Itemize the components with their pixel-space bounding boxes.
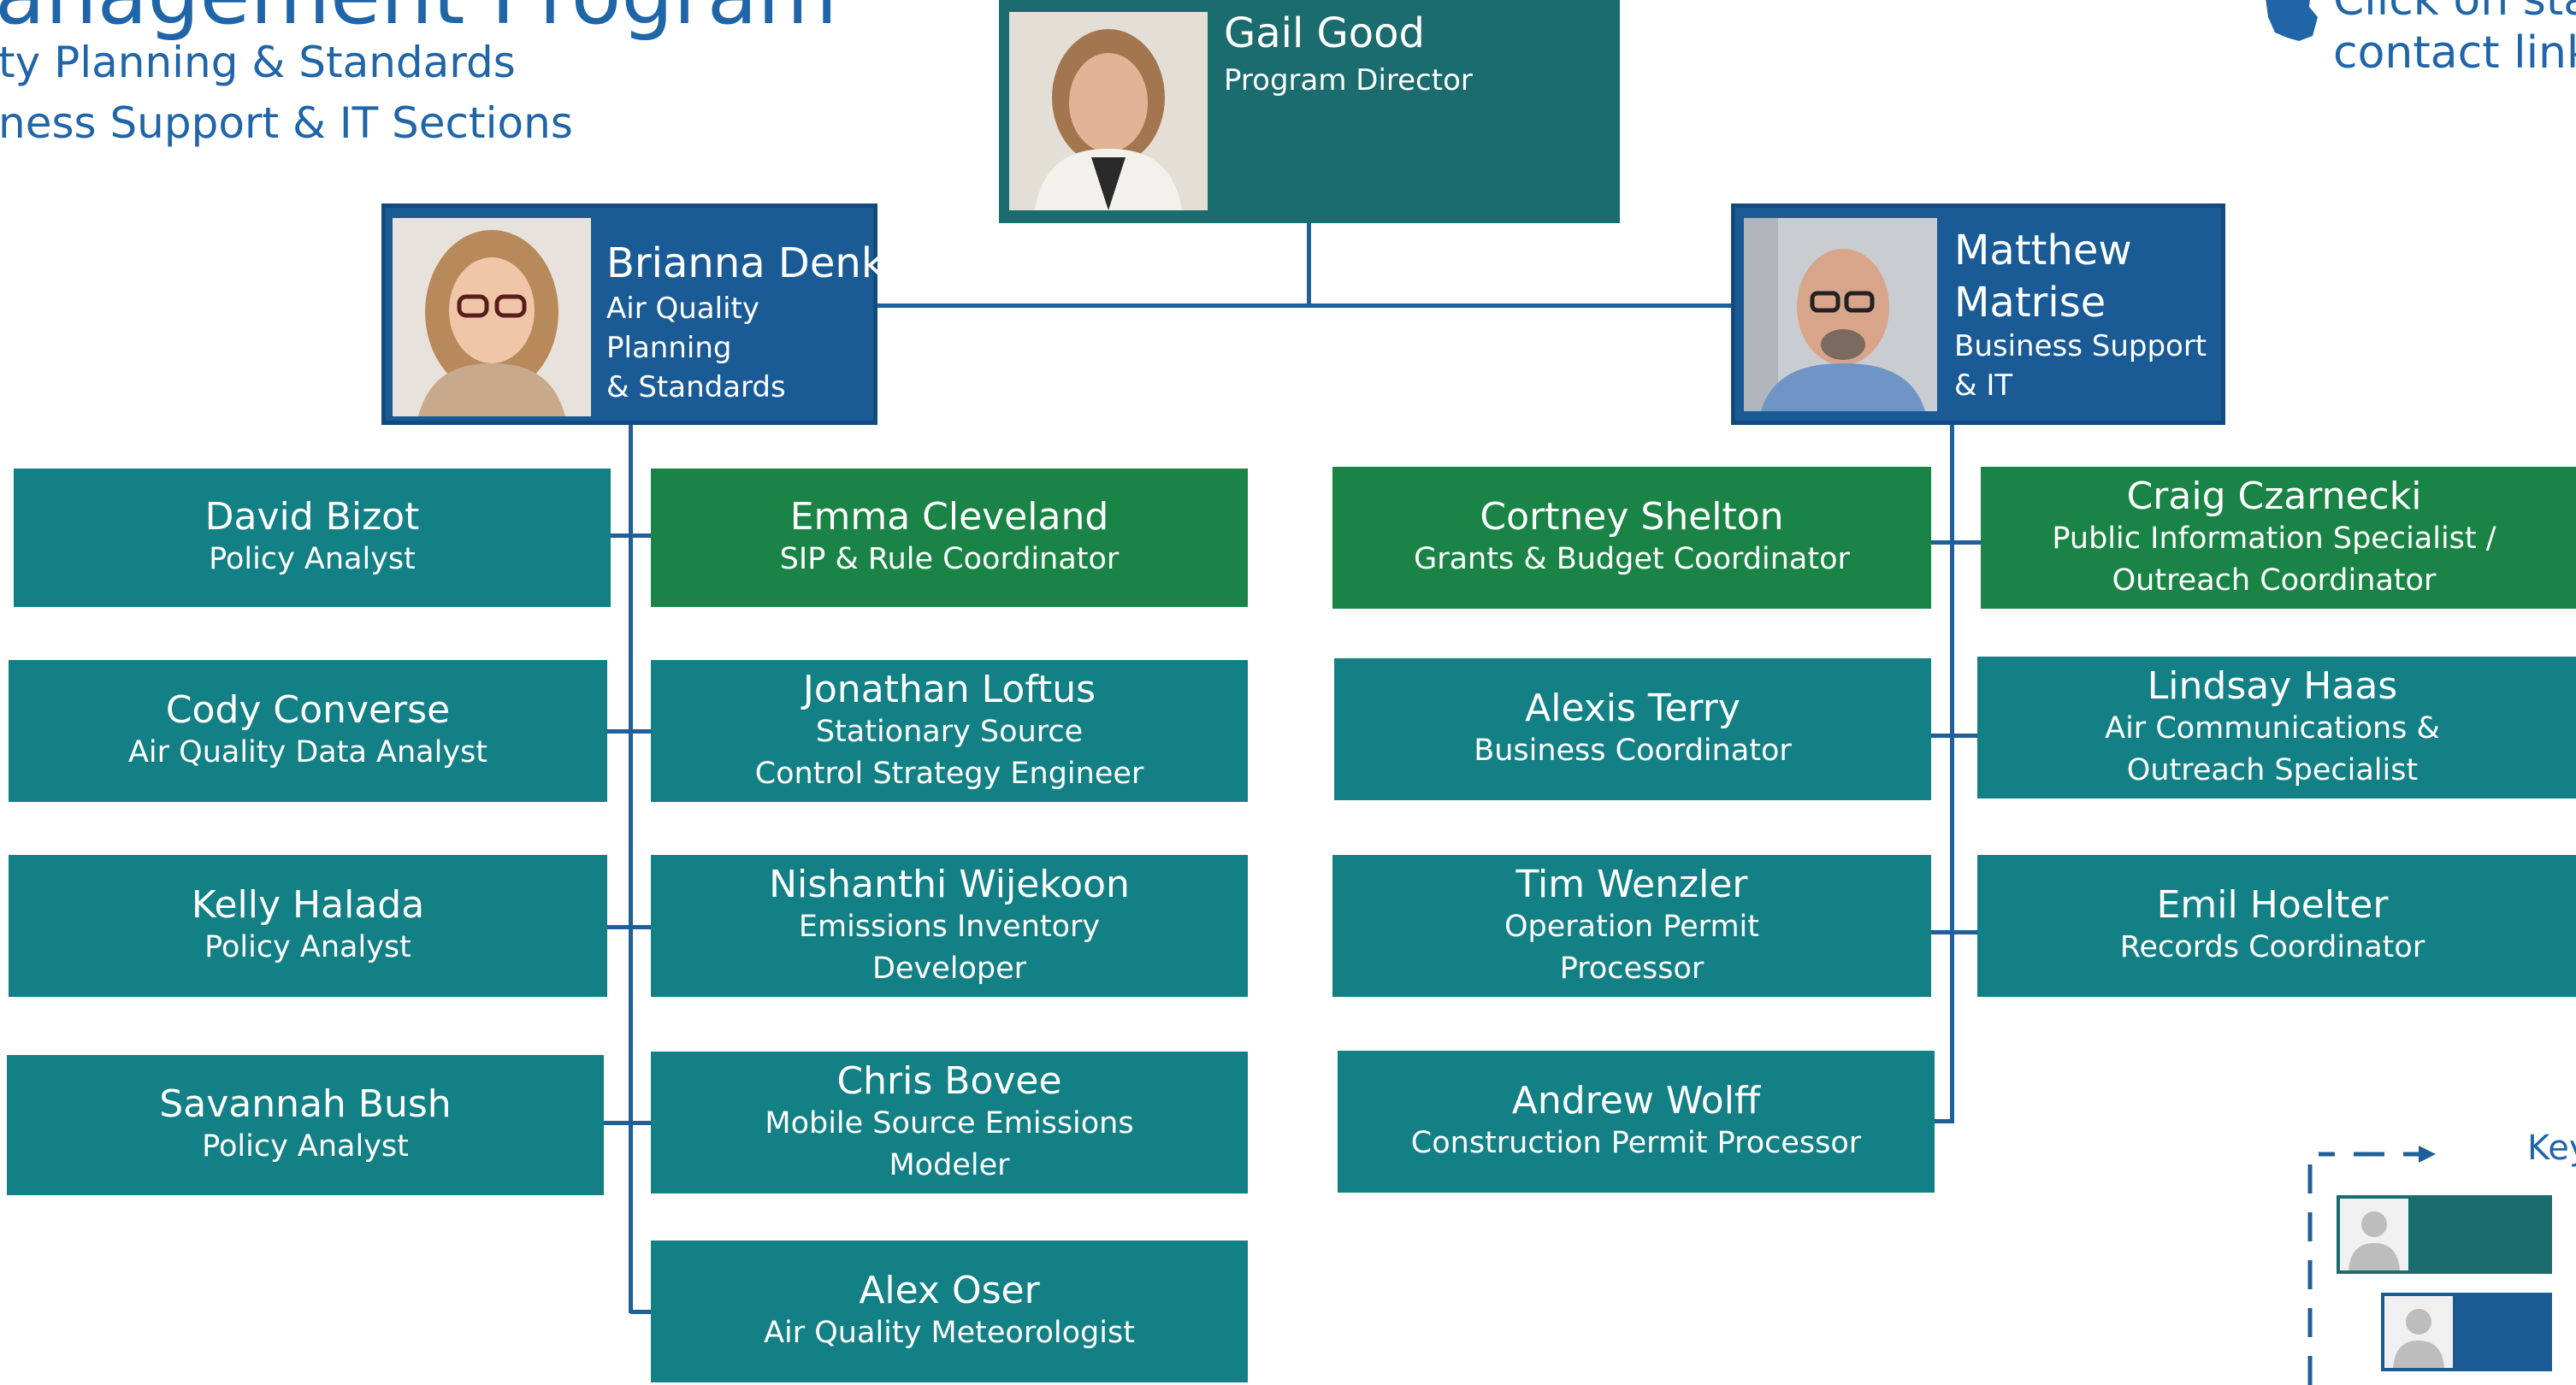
director-card[interactable]: Gail Good Program Director: [999, 0, 1620, 223]
lead-name: Brianna Denk: [606, 239, 885, 287]
staff-role: Business Coordinator: [1474, 734, 1792, 769]
staff-card-alex-oser[interactable]: Alex Oser Air Quality Meteorologist: [651, 1241, 1248, 1382]
staff-name: Cody Converse: [165, 688, 451, 733]
connector-stub: [1930, 540, 1982, 545]
staff-card-alexis-terry[interactable]: Alexis Terry Business Coordinator: [1334, 658, 1931, 800]
key-dashed-arrow: [2307, 1146, 2436, 1385]
staff-card-david-bizot[interactable]: David Bizot Policy Analyst: [14, 469, 611, 607]
staff-card-jonathan-loftus[interactable]: Jonathan Loftus Stationary Source Contro…: [651, 660, 1248, 802]
connector-stub: [1930, 734, 1982, 738]
staff-role: Emissions Inventory Developer: [798, 910, 1101, 986]
connector-stub: [630, 1310, 653, 1314]
staff-name: Chris Bovee: [836, 1059, 1062, 1104]
staff-card-savannah-bush[interactable]: Savannah Bush Policy Analyst: [7, 1055, 604, 1195]
staff-card-nishanthi-wijekoon[interactable]: Nishanthi Wijekoon Emissions Inventory D…: [651, 855, 1248, 997]
staff-card-kelly-halada[interactable]: Kelly Halada Policy Analyst: [9, 855, 607, 997]
staff-role: Policy Analyst: [209, 542, 416, 577]
staff-name: Savannah Bush: [159, 1082, 452, 1127]
connector-left-spine: [629, 422, 633, 1313]
staff-name: Jonathan Loftus: [802, 668, 1096, 712]
connector-right-spine: [1950, 422, 1954, 1122]
staff-card-cortney-shelton[interactable]: Cortney Shelton Grants & Budget Coordina…: [1332, 467, 1931, 609]
portrait-icon: [1744, 218, 1937, 411]
staff-role: Policy Analyst: [204, 930, 411, 965]
staff-name: Alex Oser: [859, 1269, 1040, 1313]
staff-card-emma-cleveland[interactable]: Emma Cleveland SIP & Rule Coordinator: [651, 469, 1248, 607]
lead-photo: [393, 218, 591, 416]
staff-role: Public Information Specialist / Outreach…: [2052, 522, 2496, 598]
staff-role: Policy Analyst: [202, 1129, 409, 1164]
lead-card-business[interactable]: Matthew Matrise Business Support & IT: [1731, 203, 2225, 425]
staff-role: Mobile Source Emissions Modeler: [765, 1106, 1134, 1182]
staff-name: Kelly Halada: [191, 883, 425, 928]
page-subtitle-line-1: ty Planning & Standards: [0, 38, 516, 87]
key-label: Key: [2527, 1129, 2576, 1168]
director-name: Gail Good: [1224, 9, 1425, 57]
staff-name: Lindsay Haas: [2147, 664, 2398, 709]
person-placeholder-icon: [2384, 1296, 2453, 1368]
staff-name: Emma Cleveland: [789, 495, 1109, 539]
staff-card-emil-hoelter[interactable]: Emil Hoelter Records Coordinator: [1977, 855, 2576, 997]
staff-role: Grants & Budget Coordinator: [1414, 542, 1850, 577]
lead-card-planning[interactable]: Brianna Denk Air Quality Planning & Stan…: [381, 203, 885, 425]
connector-stub: [1930, 930, 1982, 934]
staff-card-chris-bovee[interactable]: Chris Bovee Mobile Source Emissions Mode…: [651, 1052, 1248, 1193]
lead-photo: [1744, 218, 1937, 411]
staff-name: Tim Wenzler: [1515, 863, 1748, 907]
contact-link-text[interactable]: contact link: [2333, 27, 2576, 79]
staff-name: Nishanthi Wijekoon: [769, 863, 1130, 907]
connector-stub: [1935, 1119, 1954, 1123]
staff-card-cody-converse[interactable]: Cody Converse Air Quality Data Analyst: [9, 660, 607, 802]
staff-card-andrew-wolff[interactable]: Andrew Wolff Construction Permit Process…: [1338, 1051, 1935, 1193]
staff-role: Air Quality Data Analyst: [127, 735, 488, 770]
connector-stub: [606, 925, 653, 929]
key-sample-lead: [2381, 1293, 2552, 1371]
staff-name: Craig Czarnecki: [2126, 474, 2422, 519]
staff-role: Construction Permit Processor: [1410, 1126, 1862, 1161]
instruction-line-1: Click on sta: [2333, 0, 2576, 26]
wisconsin-map-icon: [2266, 0, 2318, 41]
portrait-icon: [1009, 12, 1208, 210]
connector-stub: [606, 729, 653, 734]
person-placeholder-icon: [2340, 1199, 2408, 1270]
connector-leads-horizontal: [872, 304, 1734, 308]
connector-stub: [603, 1121, 653, 1125]
director-photo: [1009, 12, 1208, 210]
page-title: anagement Program: [0, 0, 837, 43]
connector-stub: [610, 533, 653, 538]
staff-role: Stationary Source Control Strategy Engin…: [754, 715, 1144, 791]
staff-role: Air Communications & Outreach Specialist: [2105, 711, 2440, 787]
lead-name: Matthew Matrise: [1954, 227, 2132, 327]
lead-role: Air Quality Planning & Standards: [606, 292, 786, 404]
staff-card-lindsay-haas[interactable]: Lindsay Haas Air Communications & Outrea…: [1977, 657, 2576, 799]
staff-role: SIP & Rule Coordinator: [779, 542, 1120, 577]
lead-role: Business Support & IT: [1954, 329, 2207, 403]
staff-role: Records Coordinator: [2119, 930, 2425, 965]
staff-name: Emil Hoelter: [2156, 883, 2389, 928]
director-role: Program Director: [1224, 63, 1473, 97]
staff-card-tim-wenzler[interactable]: Tim Wenzler Operation Permit Processor: [1332, 855, 1931, 997]
staff-name: Alexis Terry: [1525, 687, 1740, 731]
staff-name: Cortney Shelton: [1480, 495, 1784, 539]
staff-name: Andrew Wolff: [1511, 1079, 1761, 1123]
staff-role: Operation Permit Processor: [1504, 910, 1759, 986]
staff-card-craig-czarnecki[interactable]: Craig Czarnecki Public Information Speci…: [1981, 467, 2576, 609]
staff-name: David Bizot: [204, 495, 420, 539]
staff-role: Air Quality Meteorologist: [764, 1316, 1135, 1351]
portrait-icon: [393, 218, 591, 416]
page-subtitle-line-2: ness Support & IT Sections: [0, 98, 573, 148]
connector-director-down: [1307, 222, 1311, 305]
key-sample-director: [2337, 1195, 2552, 1274]
